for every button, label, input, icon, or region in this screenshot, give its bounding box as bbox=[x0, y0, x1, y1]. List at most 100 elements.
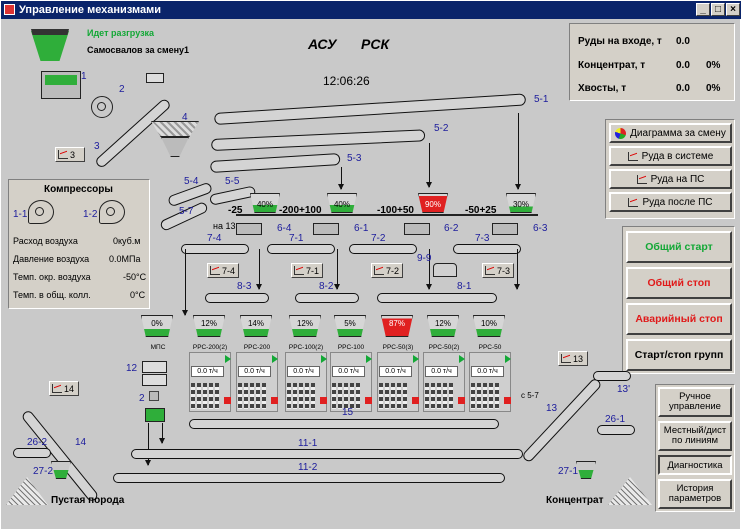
label-1: 1 bbox=[81, 71, 87, 82]
emergency-stop-button[interactable]: Аварийный стоп bbox=[626, 303, 732, 335]
device-12a[interactable] bbox=[142, 361, 167, 373]
ore-after-ps-button[interactable]: Руда после ПС bbox=[609, 192, 732, 212]
unit-2b[interactable] bbox=[149, 391, 159, 401]
chart-button-14[interactable]: 14 bbox=[49, 381, 79, 396]
hopper-27-2 bbox=[51, 461, 71, 479]
chart-button-3[interactable]: 3 bbox=[55, 147, 85, 162]
collector-temp-value: 0°C bbox=[130, 290, 146, 300]
splitter-9-9[interactable] bbox=[433, 263, 457, 277]
start-icon[interactable] bbox=[505, 355, 511, 363]
chart-button-label: 7-1 bbox=[306, 265, 320, 276]
ore-system-label: Руда в системе bbox=[641, 150, 714, 162]
screen-4[interactable] bbox=[151, 121, 199, 137]
conveyor-15[interactable] bbox=[189, 419, 499, 429]
separator-hopper-pct: 5% bbox=[344, 319, 356, 328]
conveyor-7-1[interactable] bbox=[267, 244, 335, 254]
start-stop-groups-button[interactable]: Старт/стоп групп bbox=[626, 339, 732, 371]
stop-icon[interactable] bbox=[412, 397, 419, 404]
label-27-1: 27-1 bbox=[558, 466, 579, 477]
chart-button-7-2[interactable]: 7-2 bbox=[371, 263, 403, 278]
conveyor-7-4[interactable] bbox=[181, 244, 249, 254]
diagram-button[interactable]: Диаграмма за смену bbox=[609, 123, 732, 143]
conveyor-5-2[interactable] bbox=[211, 129, 426, 151]
separator-hopper[interactable]: 10% bbox=[473, 315, 505, 337]
manual-control-button[interactable]: Ручное управление bbox=[658, 387, 732, 417]
crusher-2[interactable] bbox=[91, 96, 113, 118]
start-icon[interactable] bbox=[413, 355, 419, 363]
feeder[interactable] bbox=[236, 223, 262, 235]
conveyor-8-2[interactable] bbox=[295, 293, 359, 303]
conveyor-8-3[interactable] bbox=[205, 293, 269, 303]
conveyor-26-1[interactable] bbox=[597, 425, 635, 435]
conveyor-26-2[interactable] bbox=[13, 448, 51, 458]
device-12b[interactable] bbox=[142, 374, 167, 386]
conveyor-5-1[interactable] bbox=[214, 93, 527, 125]
arrow-down bbox=[426, 249, 432, 290]
diagnostics-button[interactable]: Диагностика bbox=[658, 455, 732, 475]
separator-name: РРС-100(2) bbox=[288, 344, 324, 351]
arrow-down bbox=[338, 167, 344, 190]
stop-icon[interactable] bbox=[271, 397, 278, 404]
separator-rate: 0.0 т/ч bbox=[238, 366, 271, 377]
ore-ps-button[interactable]: Руда на ПС bbox=[609, 169, 732, 189]
conveyor-5-3[interactable] bbox=[210, 153, 341, 173]
compressor-1-icon[interactable] bbox=[28, 200, 54, 224]
indicator-bar bbox=[449, 383, 453, 409]
stop-icon[interactable] bbox=[504, 397, 511, 404]
stop-icon[interactable] bbox=[320, 397, 327, 404]
stop-icon[interactable] bbox=[224, 397, 231, 404]
conveyor-7-3[interactable] bbox=[453, 244, 521, 254]
trend-icon bbox=[627, 151, 638, 161]
conveyor-11-2[interactable] bbox=[113, 473, 505, 483]
history-button[interactable]: История параметров bbox=[658, 479, 732, 509]
feeder[interactable] bbox=[313, 223, 339, 235]
chart-button-7-4[interactable]: 7-4 bbox=[207, 263, 239, 278]
separator-hopper[interactable]: 5% bbox=[334, 315, 366, 337]
stop-all-button[interactable]: Общий стоп bbox=[626, 267, 732, 299]
label-7-1: 7-1 bbox=[289, 233, 304, 244]
stop-icon[interactable] bbox=[365, 397, 372, 404]
separator-hopper[interactable]: 0% bbox=[141, 315, 173, 337]
chart-button-7-3[interactable]: 7-3 bbox=[482, 263, 514, 278]
start-all-button[interactable]: Общий старт bbox=[626, 231, 732, 263]
conveyor-8-1[interactable] bbox=[377, 293, 497, 303]
separator-hopper[interactable]: 14% bbox=[240, 315, 272, 337]
separator-hopper[interactable]: 12% bbox=[427, 315, 459, 337]
close-button[interactable]: × bbox=[726, 3, 740, 16]
separator-hopper[interactable]: 12% bbox=[193, 315, 225, 337]
minimize-button[interactable]: _ bbox=[696, 3, 710, 16]
separator-name: МПС bbox=[150, 344, 166, 351]
top-hopper[interactable]: 90% bbox=[418, 193, 448, 213]
label-8-2: 8-2 bbox=[319, 281, 334, 292]
top-hopper[interactable]: 40% bbox=[250, 193, 280, 213]
start-icon[interactable] bbox=[366, 355, 372, 363]
conveyor-13[interactable] bbox=[521, 377, 603, 464]
conveyor-7-2[interactable] bbox=[349, 244, 417, 254]
unloading-status: Идет разгрузка bbox=[87, 28, 155, 38]
local-remote-button[interactable]: Местный/дист по линиям bbox=[658, 421, 732, 451]
chart-button-7-1[interactable]: 7-1 bbox=[291, 263, 323, 278]
start-icon[interactable] bbox=[321, 355, 327, 363]
top-hopper[interactable]: 40% bbox=[327, 193, 357, 213]
compressor-2-icon[interactable] bbox=[99, 200, 125, 224]
sampler-3[interactable] bbox=[146, 73, 164, 83]
conveyor-13b[interactable] bbox=[593, 371, 631, 381]
hopper-27-1 bbox=[576, 461, 596, 479]
stop-icon[interactable] bbox=[458, 397, 465, 404]
separator-hopper-pct: 87% bbox=[388, 319, 405, 328]
conveyor-11-1[interactable] bbox=[131, 449, 523, 459]
start-icon[interactable] bbox=[272, 355, 278, 363]
app-icon bbox=[4, 4, 15, 15]
ore-system-button[interactable]: Руда в системе bbox=[609, 146, 732, 166]
separator-hopper[interactable]: 12% bbox=[289, 315, 321, 337]
start-icon[interactable] bbox=[225, 355, 231, 363]
top-hopper[interactable]: 30% bbox=[506, 193, 536, 213]
separator-hopper[interactable]: 87% bbox=[381, 315, 413, 337]
start-icon[interactable] bbox=[459, 355, 465, 363]
conveyor-5-5[interactable] bbox=[209, 185, 257, 206]
feeder[interactable] bbox=[492, 223, 518, 235]
maximize-button[interactable]: □ bbox=[711, 3, 725, 16]
feeder[interactable] bbox=[404, 223, 430, 235]
chart-button-13[interactable]: 13 bbox=[558, 351, 588, 366]
